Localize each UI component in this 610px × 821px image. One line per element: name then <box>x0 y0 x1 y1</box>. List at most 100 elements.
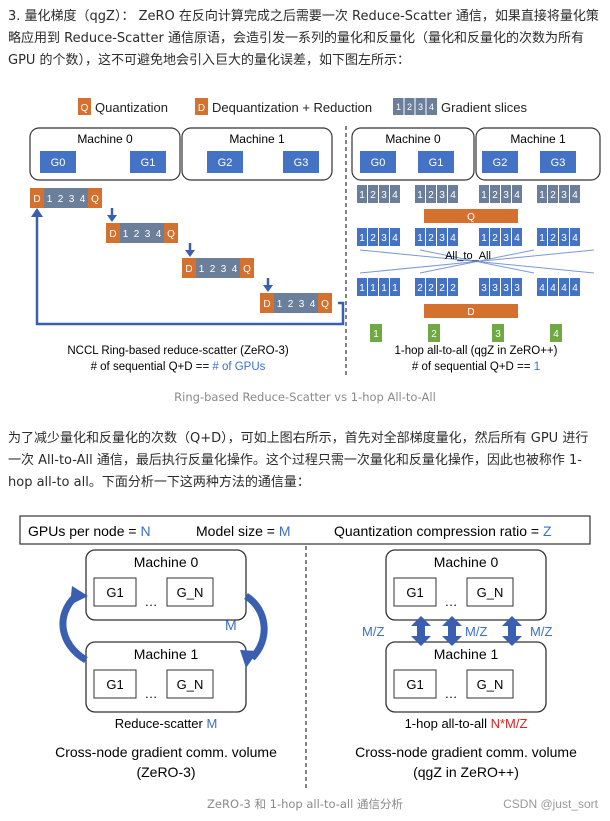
right-gpu-g3: G3 <box>540 151 576 173</box>
reduced-slice-label: 1 <box>373 329 379 340</box>
double-arrow-icon <box>442 616 462 646</box>
left-volume-m: M <box>225 617 237 633</box>
double-arrows <box>411 616 522 646</box>
svg-text:4: 4 <box>80 194 86 205</box>
right-gpu-g1: G1 <box>418 151 454 173</box>
right-machine1-label: Machine 1 <box>510 132 566 146</box>
slice-gathered <box>390 278 400 296</box>
left-gpu-g0: G0 <box>40 151 76 173</box>
figure-comm-volume: GPUs per node = N Model size = M Quantiz… <box>19 515 591 788</box>
legend-d-letter: D <box>198 103 205 114</box>
slice-top <box>479 185 489 203</box>
paragraph-intro: 3. 量化梯度（qgZ）： ZeRO 在反向计算完成之后需要一次 Reduce-… <box>8 9 599 68</box>
svg-text:1: 1 <box>277 299 283 310</box>
slice-mid-label: 2 <box>428 233 434 244</box>
right-node0-label: Machine 0 <box>434 554 499 570</box>
left-caption-line1: NCCL Ring-based reduce-scatter (ZeRO-3) <box>67 345 289 357</box>
slice-top-label: 2 <box>428 190 434 201</box>
svg-text:4: 4 <box>429 102 434 112</box>
svg-text:G1: G1 <box>141 157 156 169</box>
slice-top-label: 3 <box>561 190 567 201</box>
slice-mid-label: 1 <box>359 233 365 244</box>
paragraph-explanation: 为了减少量化和反量化的次数（Q+D），可如上图右所示，首先对全部梯度量化，然后所… <box>8 431 589 490</box>
right-node0-g1 <box>393 577 437 607</box>
slice-top <box>559 185 569 203</box>
right-node0-dots: … <box>445 594 458 609</box>
double-arrow-icon <box>411 616 431 646</box>
slice-gathered <box>548 278 558 296</box>
left-node0-g1-label: G1 <box>106 585 123 600</box>
svg-text:G0: G0 <box>51 157 66 169</box>
left-node0-g1 <box>93 577 137 607</box>
left-method-label: Reduce-scatter M <box>115 716 218 731</box>
right-node1-gn-label: G_N <box>477 677 504 692</box>
slice-top <box>548 185 558 203</box>
svg-text:Q: Q <box>91 194 99 205</box>
slice-top <box>570 185 580 203</box>
legend-q-swatch <box>78 98 91 115</box>
slice-mid <box>357 228 367 246</box>
left-gpu-g1: G1 <box>130 151 166 173</box>
reduced-slice-label: 3 <box>495 329 501 340</box>
left-volume-sub: (ZeRO-3) <box>136 764 195 780</box>
svg-text:G2: G2 <box>218 157 233 169</box>
svg-text:G3: G3 <box>294 157 309 169</box>
all-to-all-lines <box>359 249 595 274</box>
slice-top <box>537 185 547 203</box>
svg-text:Q: Q <box>243 264 251 275</box>
svg-text:D: D <box>185 264 192 275</box>
slice-top <box>426 185 436 203</box>
right-method-label: 1-hop all-to-all N*M/Z <box>405 716 528 731</box>
right-node1-label: Machine 1 <box>434 646 499 662</box>
svg-text:Q: Q <box>167 229 175 240</box>
svg-text:Q: Q <box>321 299 329 310</box>
right-gpu-g2: G2 <box>482 151 518 173</box>
slice-mid-label: 4 <box>450 233 456 244</box>
left-volume-title: Cross-node gradient comm. volume <box>55 744 277 760</box>
left-node1-dots: … <box>145 686 158 701</box>
right-node0-g1-label: G1 <box>406 585 423 600</box>
slice-mid-label: 2 <box>550 233 556 244</box>
svg-text:2: 2 <box>134 229 140 240</box>
slice-top-label: 1 <box>539 190 545 201</box>
slice-gathered-label: 2 <box>428 283 434 294</box>
right-node0-gn-label: G_N <box>477 585 504 600</box>
slice-top-label: 4 <box>514 190 520 201</box>
left-node0-gn <box>166 577 214 607</box>
slice-mid-label: 3 <box>503 233 509 244</box>
slice-gathered <box>379 278 389 296</box>
slice-gathered <box>426 278 436 296</box>
right-caption-line2: # of sequential Q+D == 1 <box>412 361 540 373</box>
slice-top-label: 1 <box>359 190 365 201</box>
figure2-caption: ZeRO-3 和 1-hop all-to-all 通信分析 <box>207 797 403 811</box>
svg-text:2: 2 <box>58 194 64 205</box>
legend-quantization: Quantization <box>95 100 168 115</box>
slice-gathered-label: 2 <box>439 283 445 294</box>
slice-gathered <box>570 278 580 296</box>
svg-text:3: 3 <box>299 299 305 310</box>
slice-top-label: 4 <box>572 190 578 201</box>
slice-top-label: 2 <box>550 190 556 201</box>
double-arrow-icon <box>502 616 522 646</box>
legend-dequant: Dequantization + Reduction <box>212 100 372 115</box>
left-node0-gn-label: G_N <box>177 585 204 600</box>
svg-text:3: 3 <box>145 229 151 240</box>
slice-gathered <box>490 278 500 296</box>
right-caption-line1: 1-hop all-to-all (qgZ in ZeRO++) <box>395 345 558 357</box>
svg-text:G3: G3 <box>551 157 566 169</box>
right-machine0-label: Machine 0 <box>385 132 441 146</box>
ring-arrowhead-down <box>240 650 258 668</box>
quantize-bar <box>424 209 518 223</box>
right-volume-mz-1: M/Z <box>362 624 384 639</box>
slice-top <box>379 185 389 203</box>
right-volume-title: Cross-node gradient comm. volume <box>355 744 577 760</box>
slice-mid <box>415 228 425 246</box>
slice-mid <box>501 228 511 246</box>
left-node1-g1 <box>93 669 137 699</box>
slice-gathered-label: 2 <box>417 283 423 294</box>
slice-gathered-label: 1 <box>359 283 365 294</box>
